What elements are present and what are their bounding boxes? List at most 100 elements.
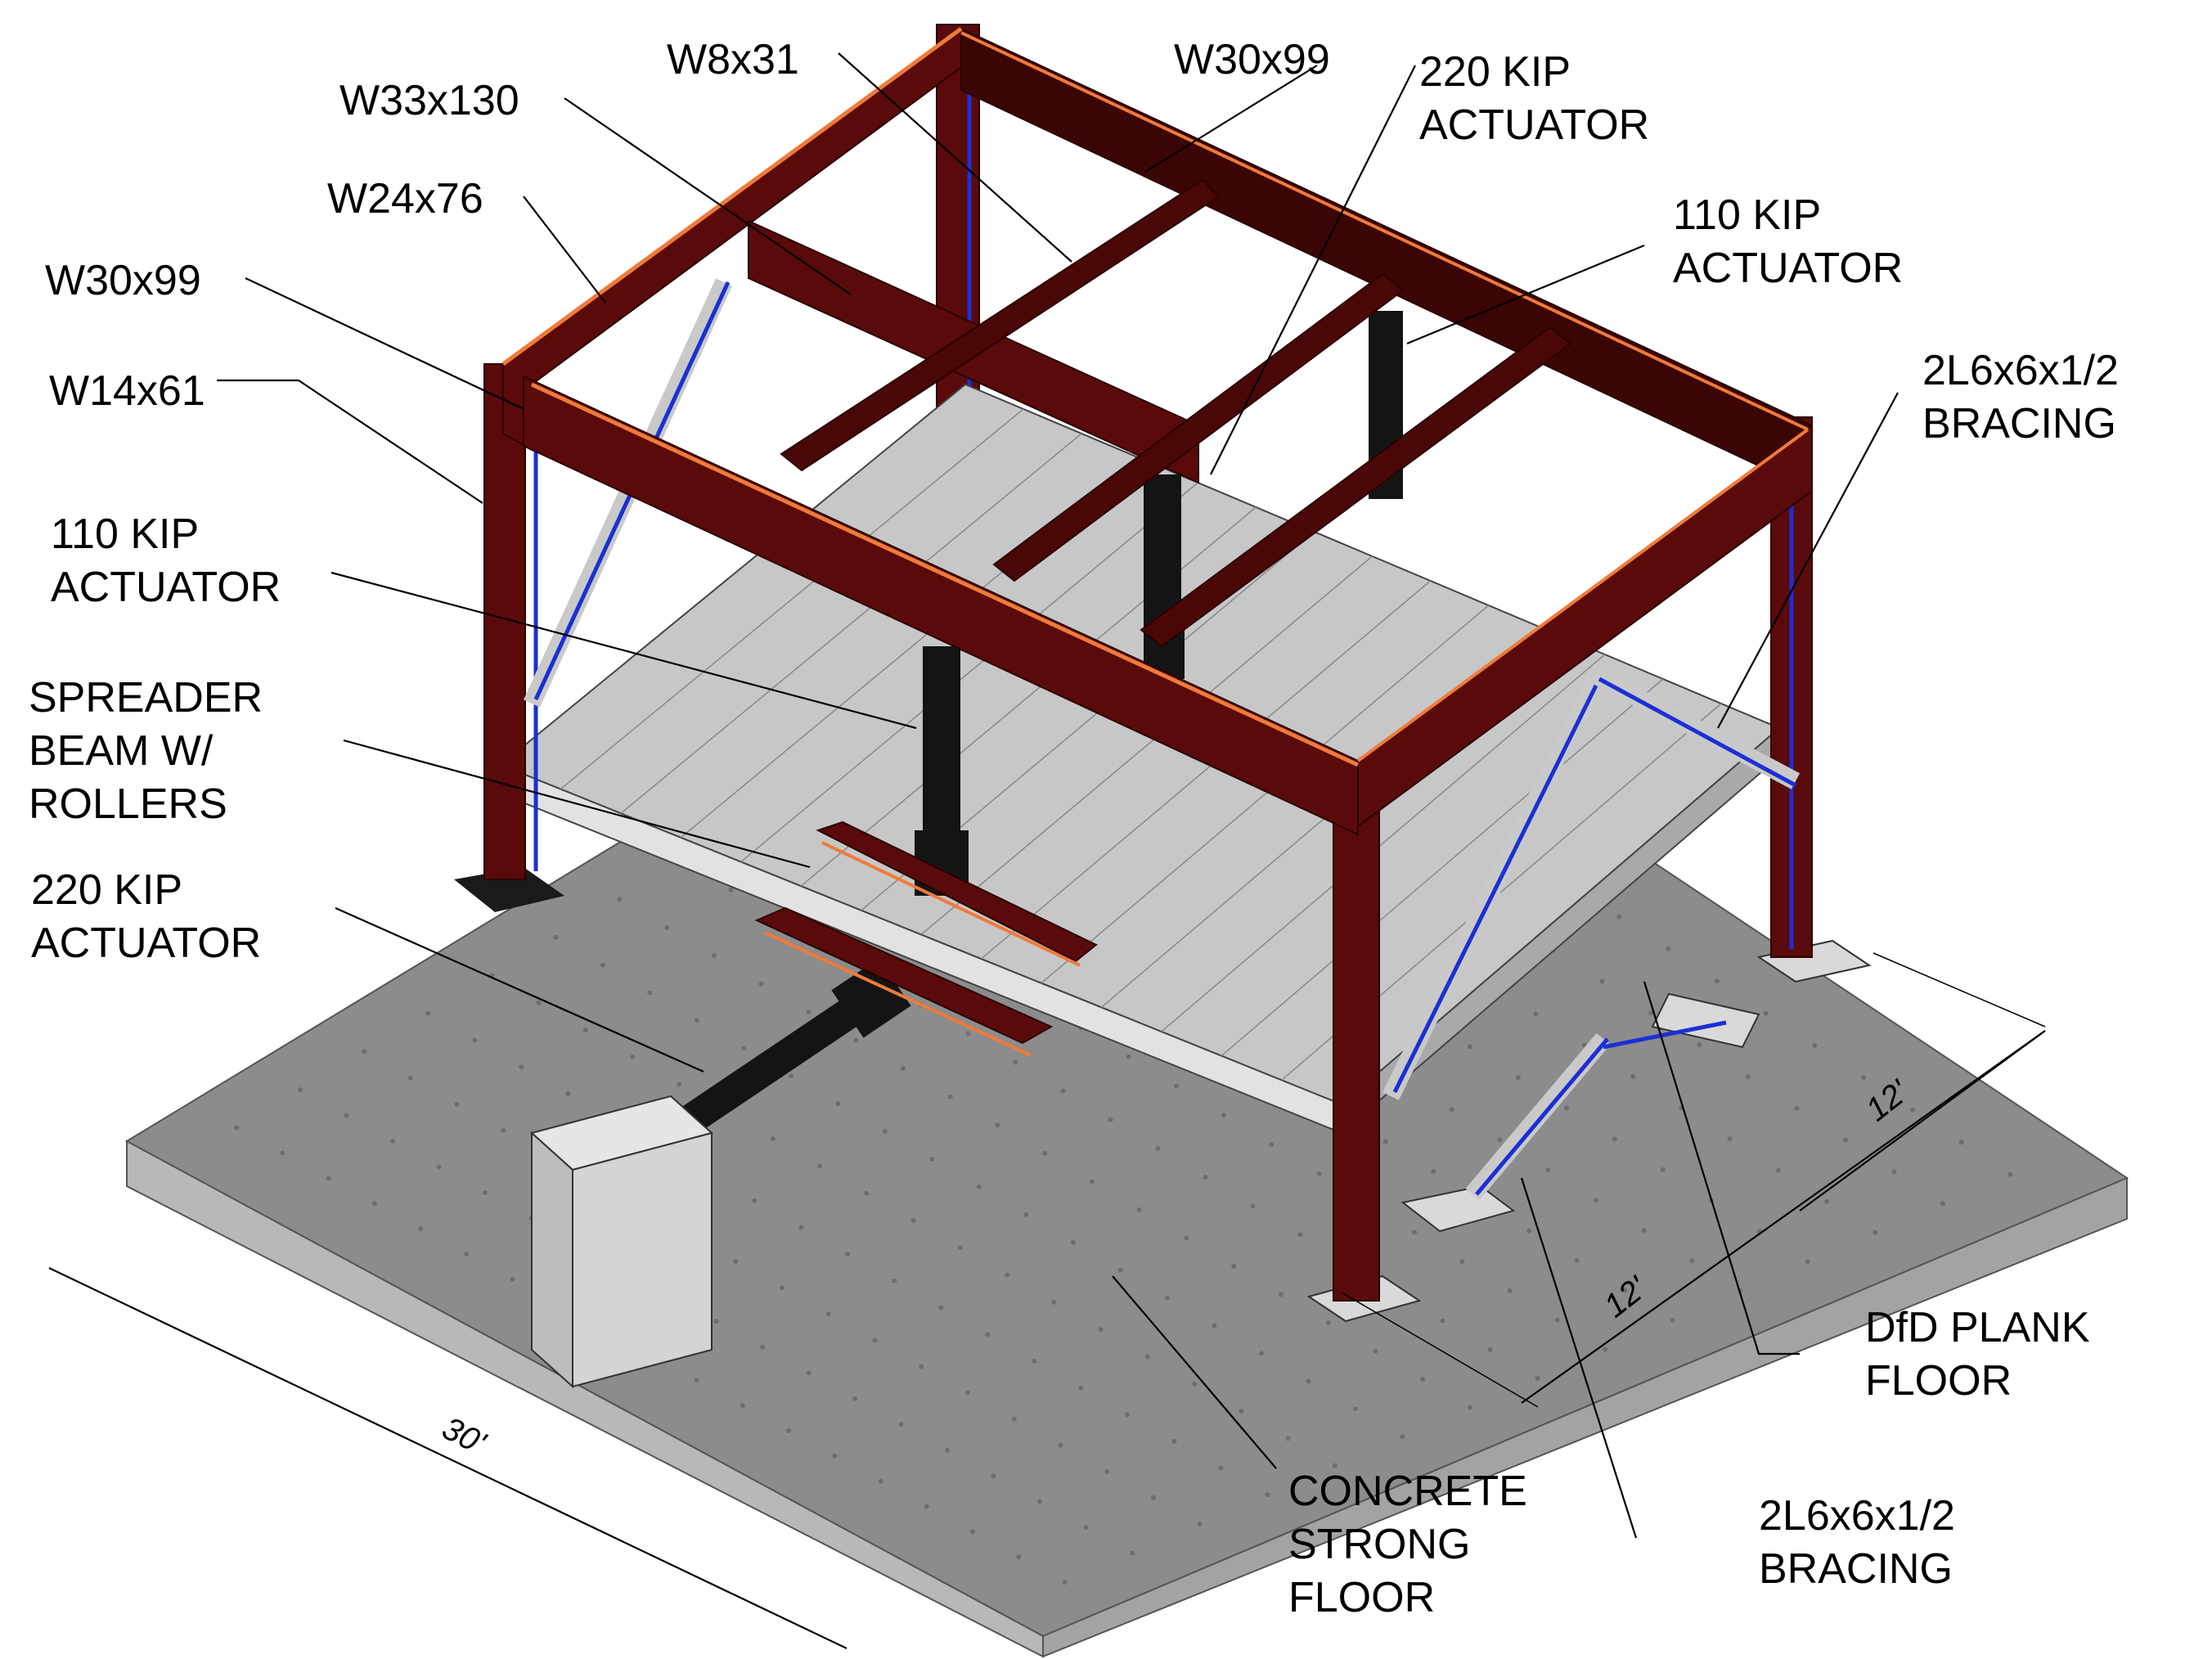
anchor-hole (1117, 1267, 1123, 1273)
anchor-hole (565, 1091, 571, 1096)
label-110kip-top-1: 110 KIP (1673, 191, 1821, 239)
anchor-hole (1467, 1405, 1472, 1410)
anchor-hole (362, 1049, 367, 1054)
anchor-hole (740, 1403, 745, 1409)
base-plate-brace-2 (1651, 992, 1760, 1049)
anchor-hole (1171, 1438, 1177, 1444)
anchor-hole (964, 1390, 970, 1396)
beam-cross-2 (992, 272, 1405, 582)
label-220kip-top-1: 220 KIP (1419, 48, 1571, 96)
spreader-beams (754, 821, 1098, 1057)
label-220kip-top-2: ACTUATOR (1419, 101, 1649, 149)
anchor-hole (806, 1370, 812, 1376)
anchor-hole (298, 1087, 303, 1093)
anchor-hole (711, 953, 717, 959)
anchor-hole (418, 1226, 424, 1232)
anchor-hole (1660, 1167, 1666, 1172)
anchor-hole (1697, 1042, 1702, 1048)
anchor-hole (1812, 1043, 1818, 1048)
anchor-hole (1032, 1358, 1037, 1364)
label-w8x31: W8x31 (667, 36, 799, 83)
anchor-hole (1155, 1145, 1161, 1151)
anchor-hole (872, 1338, 878, 1343)
anchor-hole (483, 1190, 488, 1195)
anchor-hole (1909, 1107, 1915, 1113)
label-strong-floor-3: FLOOR (1288, 1574, 1435, 1621)
anchor-hole (1873, 1230, 1878, 1235)
anchor-hole (806, 1009, 812, 1015)
anchor-hole (664, 924, 670, 930)
girder-front-w33x130 (523, 375, 1359, 836)
anchor-hole (947, 1094, 953, 1099)
anchor-hole (1258, 1351, 1264, 1356)
anchor-hole (553, 934, 559, 940)
anchor-hole (892, 1278, 897, 1284)
anchor-hole (1098, 1327, 1104, 1333)
anchor-hole (1630, 1074, 1636, 1079)
label-bracing-bottom-2: BRACING (1759, 1545, 1953, 1593)
label-w30x99-left: W30x99 (45, 257, 201, 304)
actuator-220-center (1144, 474, 1185, 679)
anchor-hole (630, 1054, 636, 1060)
anchor-hole (1612, 1136, 1617, 1142)
anchor-hole (985, 1332, 991, 1338)
anchor-hole (234, 1125, 240, 1131)
member-labels: W8x31 W30x99 W33x130 W24x76 W30x99 W14x6… (29, 36, 2119, 1621)
anchor-hole (1278, 1292, 1284, 1297)
anchor-hole (1824, 1198, 1830, 1204)
anchor-hole (898, 1422, 904, 1427)
anchor-hole (1269, 1142, 1275, 1148)
anchor-hole (1306, 1378, 1311, 1384)
anchor-hole (929, 1157, 935, 1162)
plank-joint (1041, 605, 1490, 984)
label-110kip-left-1: 110 KIP (51, 510, 199, 558)
anchor-hole (647, 990, 653, 996)
anchor-hole (600, 962, 605, 968)
anchor-hole (1487, 1347, 1493, 1352)
label-spreader-1: SPREADER (29, 674, 263, 722)
anchor-hole (1891, 1169, 1897, 1175)
anchor-hole (371, 1201, 377, 1207)
anchor-hole (1400, 1434, 1405, 1440)
anchor-hole (965, 1031, 971, 1036)
anchor-hole (900, 1066, 906, 1072)
anchor-hole (1051, 1299, 1057, 1305)
anchor-hole (832, 1453, 838, 1459)
anchor-hole (1218, 1465, 1224, 1471)
plank-joint (740, 482, 1198, 863)
anchor-hole (694, 1018, 699, 1023)
base-plate-left (454, 867, 564, 912)
anchor-hole (436, 1164, 442, 1170)
anchor-hole (1727, 1136, 1733, 1142)
beam-cross-3 (1140, 326, 1572, 648)
roof-framing (501, 26, 1813, 836)
label-spreader-3: ROLLERS (29, 780, 227, 828)
anchor-hole (1070, 1239, 1076, 1245)
anchor-hole (407, 1075, 413, 1081)
anchor-hole (970, 1529, 976, 1535)
anchor-hole (1689, 1258, 1695, 1264)
anchor-hole (910, 1218, 916, 1223)
spreader-beam-lower (754, 906, 1054, 1045)
label-w24x76: W24x76 (327, 175, 483, 223)
anchor-hole (1563, 1105, 1569, 1111)
plank-joint (560, 408, 1024, 790)
anchor-hole (825, 1311, 831, 1317)
plank-joint (1221, 678, 1664, 1057)
anchor-hole (853, 1037, 859, 1043)
anchor-hole (519, 1064, 524, 1070)
anchor-hole (817, 1163, 823, 1169)
spreader-beam-upper (816, 821, 1098, 963)
anchor-hole (1125, 1412, 1131, 1418)
anchor-hole (938, 1305, 944, 1311)
anchor-hole (425, 1010, 431, 1016)
anchor-hole (326, 1176, 331, 1181)
anchor-hole (713, 1319, 719, 1324)
anchor-hole (976, 1184, 982, 1189)
anchor-hole (845, 1252, 851, 1257)
anchor-hole (1533, 1011, 1539, 1017)
label-110kip-top-2: ACTUATOR (1673, 245, 1903, 292)
anchor-hole (1763, 1010, 1769, 1016)
anchor-hole (1622, 1288, 1628, 1293)
